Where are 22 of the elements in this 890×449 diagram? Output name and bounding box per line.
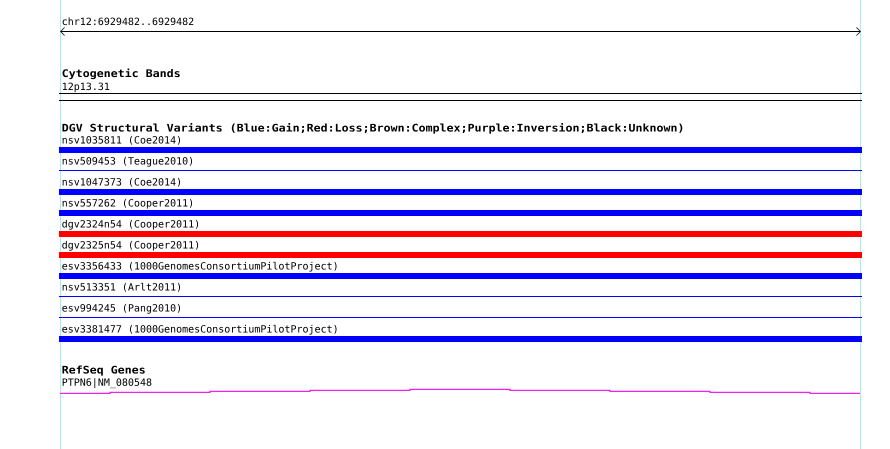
node-label: dgv2324n54 (Cooper2011) xyxy=(62,220,198,230)
track-heading: RefSeq Genes xyxy=(62,366,145,376)
variant-bar: nsv557262 (Cooper2011) xyxy=(59,198,862,216)
variant-bar: nsv1035811 (Coe2014) xyxy=(59,136,862,153)
chromosome-band: 12p13.31 xyxy=(58,82,862,101)
node-label: dgv2325n54 (Cooper2011) xyxy=(62,240,198,251)
gene-line: PTPN6|NM_080548 xyxy=(60,378,860,394)
title: chr12:6929482..6929482 xyxy=(62,17,194,26)
variant-bar: dgv2324n54 (Cooper2011) xyxy=(59,220,862,237)
variant-bar: esv3356433 (1000GenomesConsortiumPilotProject) xyxy=(59,262,862,279)
variant-bar: esv994245 (Pang2010) xyxy=(58,304,862,318)
variant-bar: nsv513351 (Arlt2011) xyxy=(58,282,862,297)
node-label: nsv1035811 (Coe2014) xyxy=(62,136,180,145)
variant-bar: nsv509453 (Teague2010) xyxy=(58,156,862,171)
variant-bar: esv3381477 (1000GenomesConsortiumPilotProject) xyxy=(59,324,862,342)
track-heading: DGV Structural Variants (Blue:Gain;Red:Loss;Brown:Complex;Purple:Inversion;Black:Unknown) xyxy=(62,122,682,134)
variant-bar: nsv1047373 (Coe2014) xyxy=(59,178,862,195)
node-label: esv3381477 (1000GenomesConsortiumPilotProject) xyxy=(62,324,337,335)
node-label: nsv1047373 (Coe2014) xyxy=(62,178,180,187)
node-label: esv3356433 (1000GenomesConsortiumPilotProject) xyxy=(62,262,337,272)
node-label: nsv557262 (Cooper2011) xyxy=(62,198,192,209)
variant-bar: dgv2325n54 (Cooper2011) xyxy=(59,240,862,258)
